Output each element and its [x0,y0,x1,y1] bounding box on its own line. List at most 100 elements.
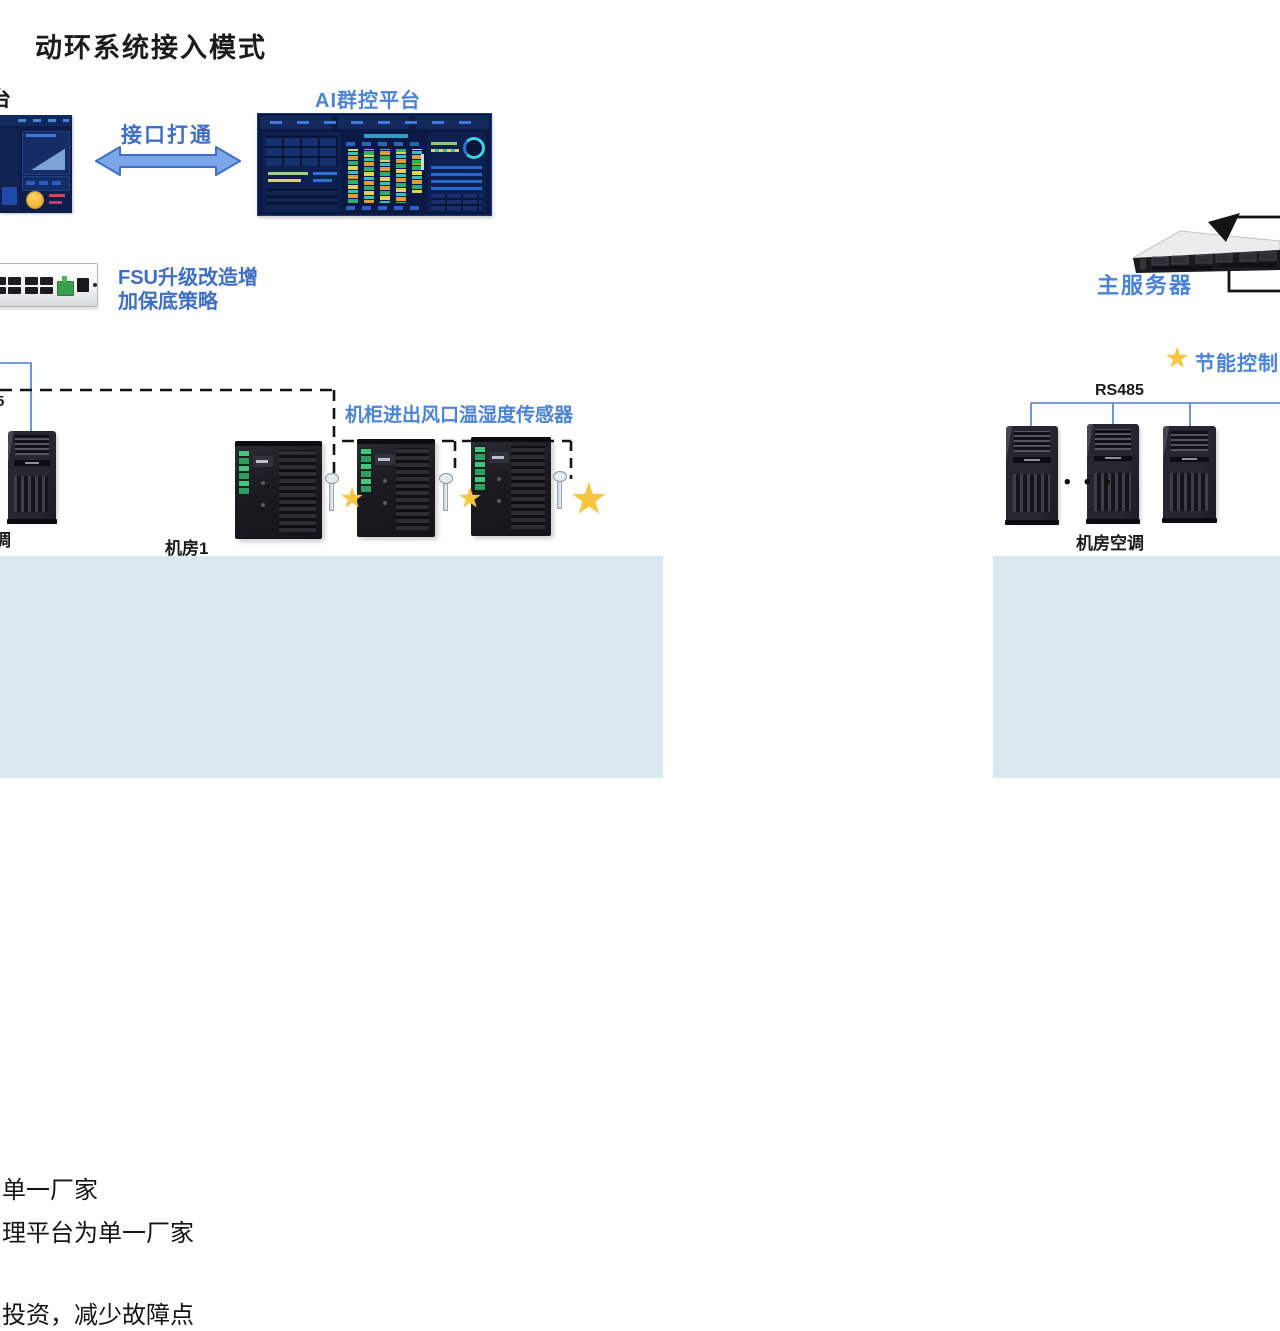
decor [1161,518,1218,523]
ai-platform-screenshot [257,113,492,216]
decor [0,115,72,126]
double-arrow-icon [95,146,241,176]
decor [380,149,390,203]
gauge-circle [26,191,44,209]
decor [239,450,249,494]
ac-unit-image [1161,426,1218,523]
decor [431,142,457,145]
fsu-note-line1: FSU升级改造增 [118,267,258,289]
decor [412,149,422,193]
decor [497,499,501,503]
decor [7,519,57,524]
decor [49,194,65,197]
temp-humidity-sensor-icon [439,473,453,511]
gauge-donut [463,137,485,159]
rack-cabinet-image [235,441,322,539]
decor [421,154,424,170]
decor [266,187,338,209]
decor [383,479,387,483]
fsu-to-ac-line [0,362,32,433]
bus-label-fragment: 5 [0,393,5,410]
decor [263,132,341,212]
ai-platform-label: AI群控平台 [315,90,421,112]
star-icon: ★ [458,483,483,513]
panel-line: 理平台为单一厂家 [2,1220,194,1247]
platform-label-fragment: 台 [0,88,11,111]
right-summary-panel: 适用场景 核心机房FSU为多家 核心机房动环管理平台 优势 系统安全性高、无需投 [993,556,1280,778]
decor [261,481,265,485]
page-title: 动环系统接入模式 [35,33,267,63]
decor [497,477,501,481]
fsu-device-image [0,263,98,307]
decor [361,448,371,492]
ac-unit-image [1085,424,1141,524]
star-icon: ★ [570,475,608,522]
decor [15,435,49,456]
rs485-label: RS485 [1095,382,1144,399]
decor [1012,474,1050,513]
decor [427,132,486,212]
decor [1169,473,1208,511]
server-out-line [1227,260,1280,293]
ac-unit-image [1004,426,1060,525]
decor [346,142,424,146]
decor [348,149,358,203]
server-in-arrowhead [1208,213,1240,242]
local-platform-screenshot [0,115,72,213]
decor [253,456,273,467]
decor [511,446,545,529]
decor [1093,472,1131,512]
panel-line: 单一厂家 [2,1177,98,1204]
decor [364,134,408,138]
decor [1085,519,1141,524]
decor [2,187,17,205]
main-server-label: 主服务器 [1097,273,1194,298]
decor [431,194,482,210]
decor [268,179,301,182]
interface-link-label: 接口打通 [121,124,213,147]
decor [49,201,62,204]
decor [313,179,332,182]
decor [313,172,337,175]
decor [1012,457,1052,464]
decor [471,437,551,442]
decor [266,136,338,166]
ac-room-label: 机房空调 [1076,534,1144,553]
decor [431,149,459,152]
main-server-image [1131,230,1280,273]
slide-canvas: { "title": "动环系统接入模式", "icons": { "star"… [0,33,1280,1329]
left-summary-panel: 单一厂家 理平台为单一厂家 投资，减少故障点 [0,556,663,1329]
rack-cabinet-image [471,437,551,536]
decor [260,116,489,129]
decor [1004,520,1060,525]
decor [396,448,429,530]
decor [383,501,387,505]
star-icon: ★ [1165,343,1190,373]
energy-control-label: 节能控制 [1195,353,1279,375]
decor [396,149,406,203]
terminal-block-icon [57,276,74,296]
ac-unit-image [7,431,57,524]
decor [1170,430,1209,452]
power-port-icon [77,278,89,292]
decor [1013,430,1051,452]
decor [279,450,316,532]
temp-humidity-sensor-icon [325,473,339,511]
decor [1094,428,1132,450]
ac-label-fragment: 调 [0,531,11,550]
ports-icon [0,277,21,294]
decor [357,439,435,444]
temp-humidity-sensor-icon [553,471,567,509]
fsu-note: FSU升级改造增 加保底策略 [118,266,258,314]
decor [475,446,485,490]
decor [375,454,395,465]
panel-line: 投资，减少故障点 [2,1302,194,1329]
decor [489,452,509,463]
decor [14,476,49,512]
decor [1093,455,1133,462]
reset-dot-icon [93,283,97,287]
decor [22,131,70,175]
ports-icon [25,277,53,294]
decor [364,149,374,203]
decor [346,206,424,210]
